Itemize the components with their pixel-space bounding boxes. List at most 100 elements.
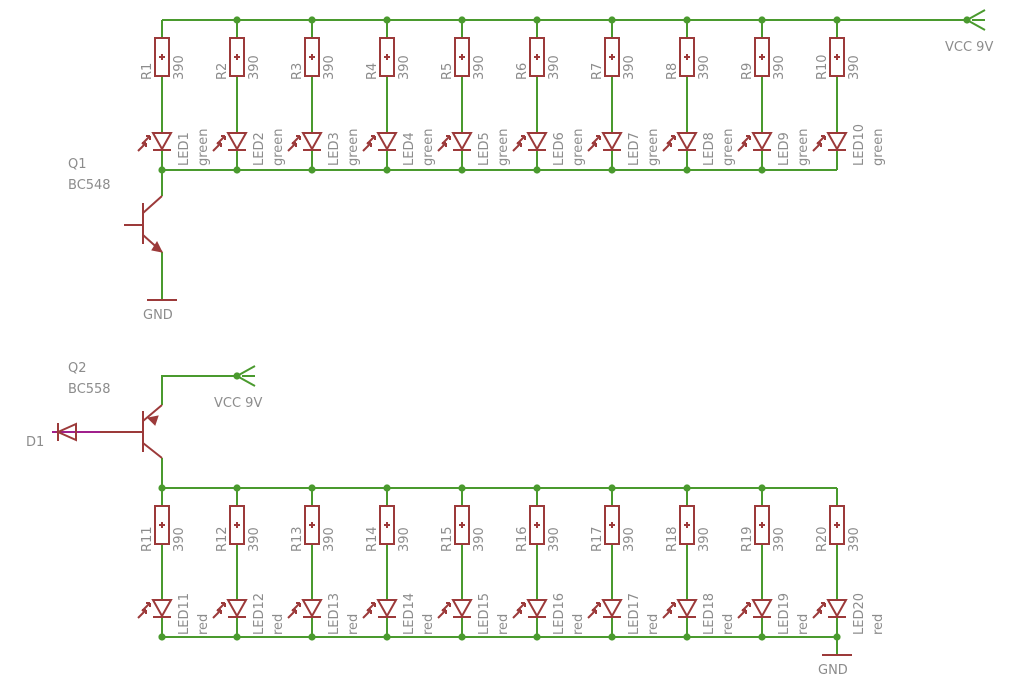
led-color: green bbox=[496, 128, 511, 166]
junction-dot bbox=[158, 633, 166, 641]
q2-emitter-arrow bbox=[146, 415, 159, 426]
resistor-r15 bbox=[454, 505, 470, 545]
resistor-ref: R10 bbox=[815, 54, 830, 80]
resistor-value: 390 bbox=[397, 55, 412, 80]
q1-npn-transistor bbox=[124, 195, 163, 253]
junction-dot bbox=[308, 166, 316, 174]
resistor-r6 bbox=[529, 37, 545, 77]
resistor-r17 bbox=[604, 505, 620, 545]
resistor-value: 390 bbox=[322, 55, 337, 80]
led-emission-arrows bbox=[287, 602, 301, 619]
vcc-arrow-top bbox=[966, 9, 986, 31]
led-ref: LED2 bbox=[252, 132, 267, 166]
resistor-ref: R8 bbox=[665, 63, 680, 80]
led-color: red bbox=[421, 614, 436, 635]
components bbox=[52, 9, 986, 656]
q2-ref: Q2 bbox=[68, 361, 87, 376]
plus-mark bbox=[384, 522, 390, 528]
resistor-value: 390 bbox=[397, 527, 412, 552]
led-ref: LED19 bbox=[777, 593, 792, 635]
junction-dot bbox=[533, 633, 541, 641]
resistor-r11 bbox=[154, 505, 170, 545]
q1-gnd-label: GND bbox=[143, 308, 173, 323]
resistor-value: 390 bbox=[172, 527, 187, 552]
junction-dot bbox=[608, 633, 616, 641]
resistor-r13 bbox=[304, 505, 320, 545]
led-color: green bbox=[646, 128, 661, 166]
q2-part: BC558 bbox=[68, 382, 111, 397]
resistor-r18 bbox=[679, 505, 695, 545]
led-emission-arrows bbox=[437, 135, 451, 152]
resistor-r2 bbox=[229, 37, 245, 77]
led-color: red bbox=[271, 614, 286, 635]
plus-mark bbox=[459, 522, 465, 528]
resistor-value: 390 bbox=[697, 55, 712, 80]
plus-mark bbox=[309, 54, 315, 60]
plus-mark bbox=[684, 522, 690, 528]
resistor-r8 bbox=[679, 37, 695, 77]
led-color: red bbox=[196, 614, 211, 635]
resistor-ref: R6 bbox=[515, 63, 530, 80]
resistor-ref: R19 bbox=[740, 526, 755, 552]
plus-mark bbox=[384, 54, 390, 60]
led-led10 bbox=[826, 132, 848, 152]
plus-mark bbox=[159, 54, 165, 60]
led-ref: LED5 bbox=[477, 132, 492, 166]
led-emission-arrows bbox=[362, 602, 376, 619]
junction-dot bbox=[758, 633, 766, 641]
led-emission-arrows bbox=[737, 135, 751, 152]
plus-mark bbox=[309, 522, 315, 528]
led-emission-arrows bbox=[137, 135, 151, 152]
resistor-ref: R5 bbox=[440, 63, 455, 80]
resistor-value: 390 bbox=[847, 55, 862, 80]
led-led9 bbox=[751, 132, 773, 152]
led-ref: LED3 bbox=[327, 132, 342, 166]
resistor-ref: R14 bbox=[365, 526, 380, 552]
led-color: green bbox=[796, 128, 811, 166]
led-emission-arrows bbox=[212, 602, 226, 619]
led-color: red bbox=[496, 614, 511, 635]
led-led19 bbox=[751, 599, 773, 619]
resistor-ref: R20 bbox=[815, 526, 830, 552]
plus-mark bbox=[759, 522, 765, 528]
junction-dot bbox=[608, 166, 616, 174]
led-led13 bbox=[301, 599, 323, 619]
q1-part: BC548 bbox=[68, 178, 111, 193]
plus-mark bbox=[609, 54, 615, 60]
resistor-ref: R7 bbox=[590, 63, 605, 80]
q1-emitter-arrow bbox=[151, 240, 163, 253]
resistor-ref: R2 bbox=[215, 63, 230, 80]
q1-ref: Q1 bbox=[68, 157, 87, 172]
resistor-ref: R18 bbox=[665, 526, 680, 552]
plus-mark bbox=[159, 522, 165, 528]
resistor-value: 390 bbox=[322, 527, 337, 552]
wires bbox=[100, 16, 971, 655]
vcc-arrow-q2 bbox=[236, 365, 256, 387]
junction-dot bbox=[533, 166, 541, 174]
resistor-value: 390 bbox=[622, 527, 637, 552]
led-led4 bbox=[376, 132, 398, 152]
resistor-value: 390 bbox=[172, 55, 187, 80]
led-ref: LED8 bbox=[702, 132, 717, 166]
junction-dot bbox=[233, 633, 241, 641]
resistor-r16 bbox=[529, 505, 545, 545]
led-led18 bbox=[676, 599, 698, 619]
q2-vcc-wire bbox=[161, 375, 237, 405]
led-led16 bbox=[526, 599, 548, 619]
resistor-ref: R15 bbox=[440, 526, 455, 552]
led-ref: LED12 bbox=[252, 593, 267, 635]
resistor-r5 bbox=[454, 37, 470, 77]
led-ref: LED18 bbox=[702, 593, 717, 635]
led-color: green bbox=[421, 128, 436, 166]
junction-dot bbox=[758, 166, 766, 174]
led-emission-arrows bbox=[137, 602, 151, 619]
led-emission-arrows bbox=[662, 135, 676, 152]
resistor-value: 390 bbox=[772, 527, 787, 552]
resistor-ref: R4 bbox=[365, 63, 380, 80]
resistor-value: 390 bbox=[247, 527, 262, 552]
plus-mark bbox=[759, 54, 765, 60]
led-color: green bbox=[196, 128, 211, 166]
led-emission-arrows bbox=[512, 135, 526, 152]
led-emission-arrows bbox=[512, 602, 526, 619]
